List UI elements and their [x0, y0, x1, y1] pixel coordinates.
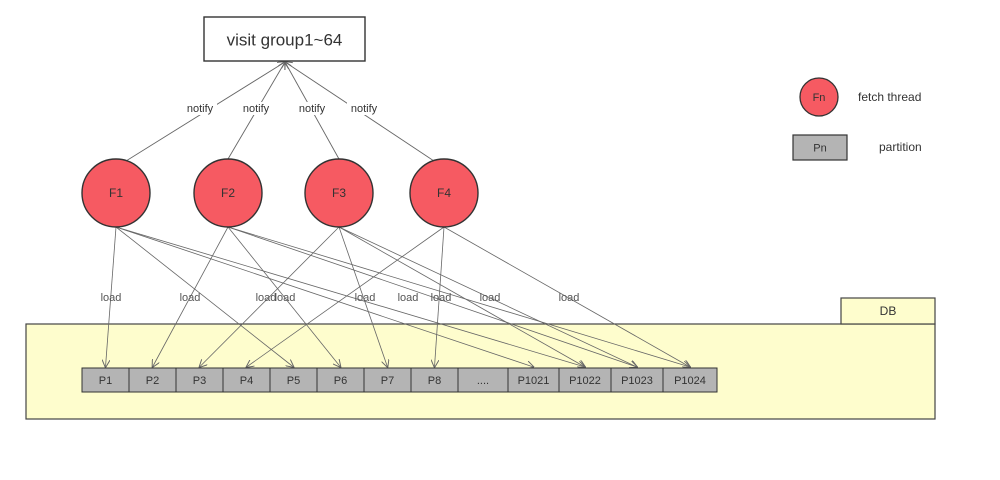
load-edge-f3-p7	[338, 226, 388, 367]
partition-label: P8	[428, 375, 441, 387]
load-edge-f3-p1022	[338, 226, 585, 367]
partition-label: P6	[334, 375, 347, 387]
fetch-thread-f3: F3	[304, 158, 374, 228]
load-label: load	[275, 292, 296, 304]
load-label: load	[180, 292, 201, 304]
partition-label: P2	[146, 375, 159, 387]
partition-p4: P4	[222, 367, 271, 393]
partition-p1021: P1021	[507, 367, 560, 393]
load-edge-f1-p5	[115, 226, 294, 367]
fetch-thread-f1: F1	[81, 158, 151, 228]
legend-fetch-circle	[799, 77, 839, 117]
load-label: load	[101, 292, 122, 304]
load-edge-f1-p1	[106, 226, 117, 367]
partition-p7: P7	[363, 367, 412, 393]
db-tag: DB	[840, 297, 936, 325]
fetch-thread-circle	[193, 158, 263, 228]
partition-p1024: P1024	[662, 367, 718, 393]
load-label: load	[256, 292, 277, 304]
notify-label: notify	[187, 103, 214, 115]
load-label: load	[480, 292, 501, 304]
partition-box	[662, 367, 718, 393]
load-edge-f3-p1023	[338, 226, 637, 367]
legend-partition-box	[792, 134, 848, 161]
load-edge-f3-p3	[200, 226, 340, 367]
partition-box	[507, 367, 560, 393]
partition-label: P7	[381, 375, 394, 387]
fetch-thread-circle	[304, 158, 374, 228]
load-label: load	[431, 292, 452, 304]
partition-p6: P6	[316, 367, 365, 393]
partition-box	[363, 367, 412, 393]
partition-label: P4	[240, 375, 253, 387]
load-edge-f2-p2	[153, 226, 229, 367]
load-edge-f4-p4	[247, 226, 445, 367]
partition-p5: P5	[269, 367, 318, 393]
load-edge-f1-p1021	[115, 226, 534, 367]
partition-p3: P3	[175, 367, 224, 393]
partition-label: P1021	[518, 375, 550, 387]
notify-label: notify	[243, 103, 270, 115]
notify-label-bg	[183, 102, 217, 115]
notify-label: notify	[299, 103, 326, 115]
load-label: load	[355, 292, 376, 304]
partition-box	[558, 367, 612, 393]
load-edge-f2-p1023	[227, 226, 637, 367]
load-edge-f4-p1024	[443, 226, 690, 367]
partition-box	[222, 367, 271, 393]
partition-p8: P8	[410, 367, 459, 393]
partition-box	[316, 367, 365, 393]
partition-label: P1023	[621, 375, 653, 387]
legend-partition-text: partition	[879, 140, 922, 154]
fetch-thread-f4: F4	[409, 158, 479, 228]
notify-label-bg	[347, 102, 381, 115]
partition-p1023: P1023	[610, 367, 664, 393]
partition-ellipsis: ....	[457, 367, 509, 393]
legend-partition: Pn partition	[792, 134, 922, 161]
partition-label: P3	[193, 375, 206, 387]
notify-label-bg	[295, 102, 329, 115]
partition-label: P1	[99, 375, 112, 387]
db-label: DB	[880, 304, 897, 318]
partition-label: ....	[477, 375, 489, 387]
load-label: load	[398, 292, 419, 304]
partition-p1: P1	[81, 367, 130, 393]
partition-box	[128, 367, 177, 393]
fetch-thread-label: F4	[437, 186, 451, 200]
partition-p1022: P1022	[558, 367, 612, 393]
fetch-thread-f2: F2	[193, 158, 263, 228]
partition-row: P1 P2 P3 P4 P5 P6 P7 P8.... P1021 P1022 P1023 P1024	[81, 367, 718, 393]
fetch-thread-label: F2	[221, 186, 235, 200]
load-label: load	[559, 292, 580, 304]
load-edge-f1-p1022	[115, 226, 585, 367]
visit-group-box: visit group1~64	[203, 16, 366, 62]
partition-p2: P2	[128, 367, 177, 393]
legend: Fn fetch thread Pn partition	[792, 77, 922, 161]
partition-box	[457, 367, 509, 393]
partition-label: P5	[287, 375, 300, 387]
load-edge-f2-p6	[227, 226, 341, 367]
legend-fetch-thread: Fn fetch thread	[799, 77, 921, 117]
fetch-thread-label: F1	[109, 186, 123, 200]
partition-label: P1024	[674, 375, 706, 387]
notify-label-bg	[239, 102, 273, 115]
legend-fetch-symbol: Fn	[813, 92, 826, 104]
notify-label: notify	[351, 103, 378, 115]
fetch-thread-circle	[81, 158, 151, 228]
load-edge-f2-p1024	[227, 226, 690, 367]
legend-fetch-text: fetch thread	[858, 90, 921, 104]
load-edge-f4-p8	[435, 226, 445, 367]
fetch-threads: F1 F2 F3 F4	[81, 158, 479, 228]
visit-group-title: visit group1~64	[227, 31, 343, 50]
fetch-thread-circle	[409, 158, 479, 228]
partition-box	[610, 367, 664, 393]
partition-label: P1022	[569, 375, 601, 387]
legend-partition-symbol: Pn	[813, 143, 826, 155]
fetch-thread-label: F3	[332, 186, 346, 200]
